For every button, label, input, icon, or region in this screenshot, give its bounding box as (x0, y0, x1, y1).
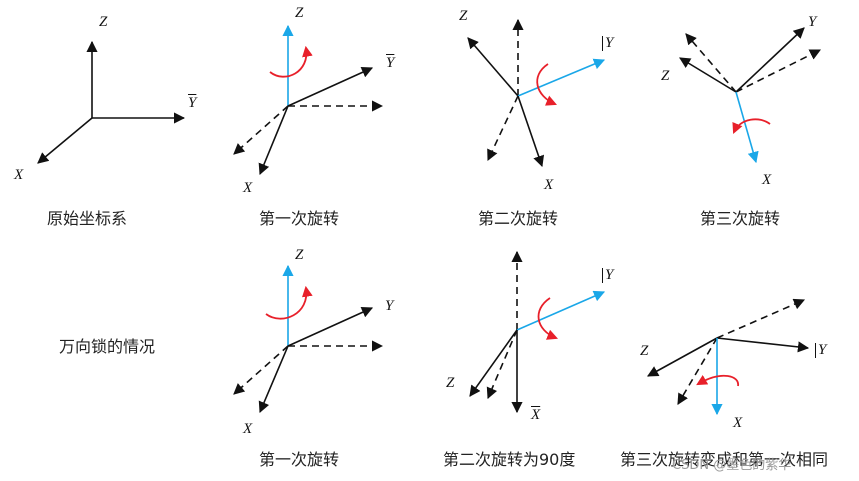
row-label-gimbal-lock: 万向锁的情况 (59, 337, 156, 356)
panel-gimbal-third-rotation-axes (647, 298, 810, 416)
axis-label-z: Z (295, 247, 304, 263)
axis-label-y: Y (808, 14, 817, 30)
axis-label-x: X (243, 421, 253, 437)
axis-label-y: Y (815, 343, 826, 358)
axis-label-y: Y (602, 36, 613, 51)
rotation-arrow (696, 374, 739, 387)
caption-second-rotation: 第二次旋转 (478, 209, 559, 228)
rotation-arrow (537, 297, 559, 340)
y-axis-rotated (735, 27, 805, 93)
panel-first-rotation-axes (233, 24, 384, 176)
axis-label-z: Z (99, 14, 108, 30)
axis-label-x: X (531, 407, 541, 423)
axis-label-z: Z (446, 375, 455, 391)
y-axis-rotated (287, 67, 374, 107)
x-axis-original (487, 95, 519, 162)
panel-gimbal-second-rotation-axes (469, 250, 606, 414)
panel-second-rotation-axes (467, 18, 606, 168)
watermark: CSDN @墨色的紫华 (672, 458, 792, 473)
axis-label-x: X (762, 172, 772, 188)
axis-label-x: X (544, 177, 554, 193)
caption-gimbal-first-rotation: 第一次旋转 (259, 450, 340, 469)
axis-label-z: Z (295, 5, 304, 21)
axis-label-x: X (243, 180, 253, 196)
z-axis-original (685, 33, 737, 93)
panel-original-axes (37, 40, 186, 164)
caption-gimbal-second-rotation: 第二次旋转为90度 (443, 450, 576, 469)
rotation-arrow (269, 45, 313, 78)
caption-first-rotation: 第一次旋转 (259, 209, 340, 228)
axis-label-z: Z (640, 343, 649, 359)
rotation-arrow (536, 63, 557, 106)
y-axis-original (716, 298, 806, 339)
axis-label-x: X (733, 415, 743, 431)
x-axis-original (233, 345, 289, 395)
x-axis (735, 91, 759, 164)
z-axis-rotated (469, 329, 518, 397)
axis-label-y: Y (188, 95, 197, 111)
x-axis-rotated (258, 345, 289, 414)
z-axis-rotated (679, 57, 737, 93)
x-axis-original (233, 105, 289, 155)
caption-third-rotation: 第三次旋转 (700, 209, 781, 228)
y-axis-original (735, 49, 822, 93)
axis-label-z: Z (661, 68, 670, 84)
rotation-arrow (732, 118, 771, 134)
y-axis (516, 290, 606, 331)
axis-label-z: Z (459, 8, 468, 24)
panel-gimbal-first-rotation-axes (233, 264, 384, 414)
axis-label-x: X (14, 167, 24, 183)
y-axis (517, 58, 606, 97)
x-axis-rotated (517, 95, 545, 168)
caption-original-frame: 原始坐标系 (47, 209, 128, 228)
axis-label-y: Y (602, 268, 613, 283)
x-axis-rotated (258, 105, 289, 176)
z-axis-rotated (647, 337, 718, 377)
panel-third-rotation-axes (679, 27, 822, 164)
y-axis-rotated (716, 337, 810, 353)
z-axis-rotated (467, 37, 519, 97)
z-axis-original (677, 337, 718, 405)
caption-gimbal-third-rotation: 第三次旋转变成和第一次相同 (620, 450, 829, 469)
rotation-arrow (265, 285, 313, 320)
x-axis-original (486, 329, 518, 400)
axis-label-y: Y (386, 55, 395, 71)
y-axis-rotated (287, 307, 374, 347)
axis-label-y: Y (385, 298, 394, 314)
x-axis (37, 117, 93, 164)
